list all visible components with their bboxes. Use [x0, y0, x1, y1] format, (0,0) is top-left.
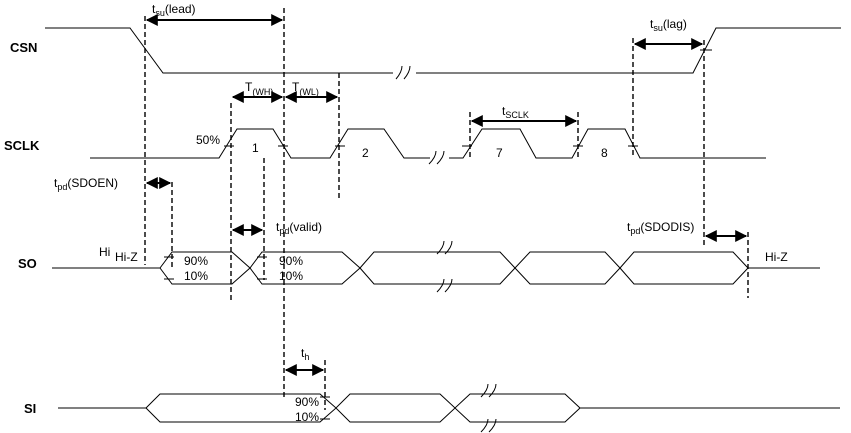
reference-lines [144, 8, 749, 410]
timing-labels: tsu(lead) tsu(lag) T(WH) T(WL) tSCLK tpd… [54, 2, 694, 362]
si-90-percent-label: 90% [295, 395, 319, 409]
sclk-waveform [90, 128, 766, 165]
tpd-sdodis-label: tpd(SDODIS) [627, 220, 694, 236]
th-label: th [301, 346, 309, 362]
clock-number: 7 [496, 146, 503, 160]
si-waveform [58, 383, 840, 433]
level-labels: 50% 90% 10% 90% 10% 90% 10% Hi Hi-Z Hi-Z [99, 133, 788, 424]
tpd-sdoen-label: tpd(SDOEN) [54, 176, 118, 192]
so-waveform [52, 240, 820, 293]
so-hi-label: Hi [99, 245, 110, 259]
twh-label: T(WH) [245, 80, 273, 97]
tsclk-label: tSCLK [502, 104, 529, 120]
sclk-label: SCLK [4, 138, 40, 153]
so-valid-90-percent-label: 90% [279, 254, 303, 268]
so-valid-10-percent-label: 10% [279, 269, 303, 283]
clock-number: 8 [601, 146, 608, 160]
csn-label: CSN [10, 40, 37, 55]
so-label: SO [18, 256, 37, 271]
tsu-lag-label: tsu(lag) [650, 17, 687, 33]
csn-waveform [45, 27, 841, 80]
so-hiz-start-label: Hi-Z [115, 250, 138, 264]
timing-arrows [145, 14, 748, 376]
so-hiz-end-label: Hi-Z [765, 250, 788, 264]
tpd-valid-label: tpd(valid) [276, 220, 322, 236]
tsu-lead-label: tsu(lead) [152, 2, 196, 18]
sclk-50-percent-label: 50% [196, 133, 220, 147]
so-10-percent-label: 10% [184, 269, 208, 283]
so-90-percent-label: 90% [184, 254, 208, 268]
twl-label: T(WL) [292, 80, 319, 97]
clock-numbers: 1 2 7 8 [252, 141, 608, 160]
clock-number: 2 [362, 146, 369, 160]
si-10-percent-label: 10% [295, 410, 319, 424]
clock-number: 1 [252, 141, 259, 155]
si-label: SI [24, 401, 36, 416]
